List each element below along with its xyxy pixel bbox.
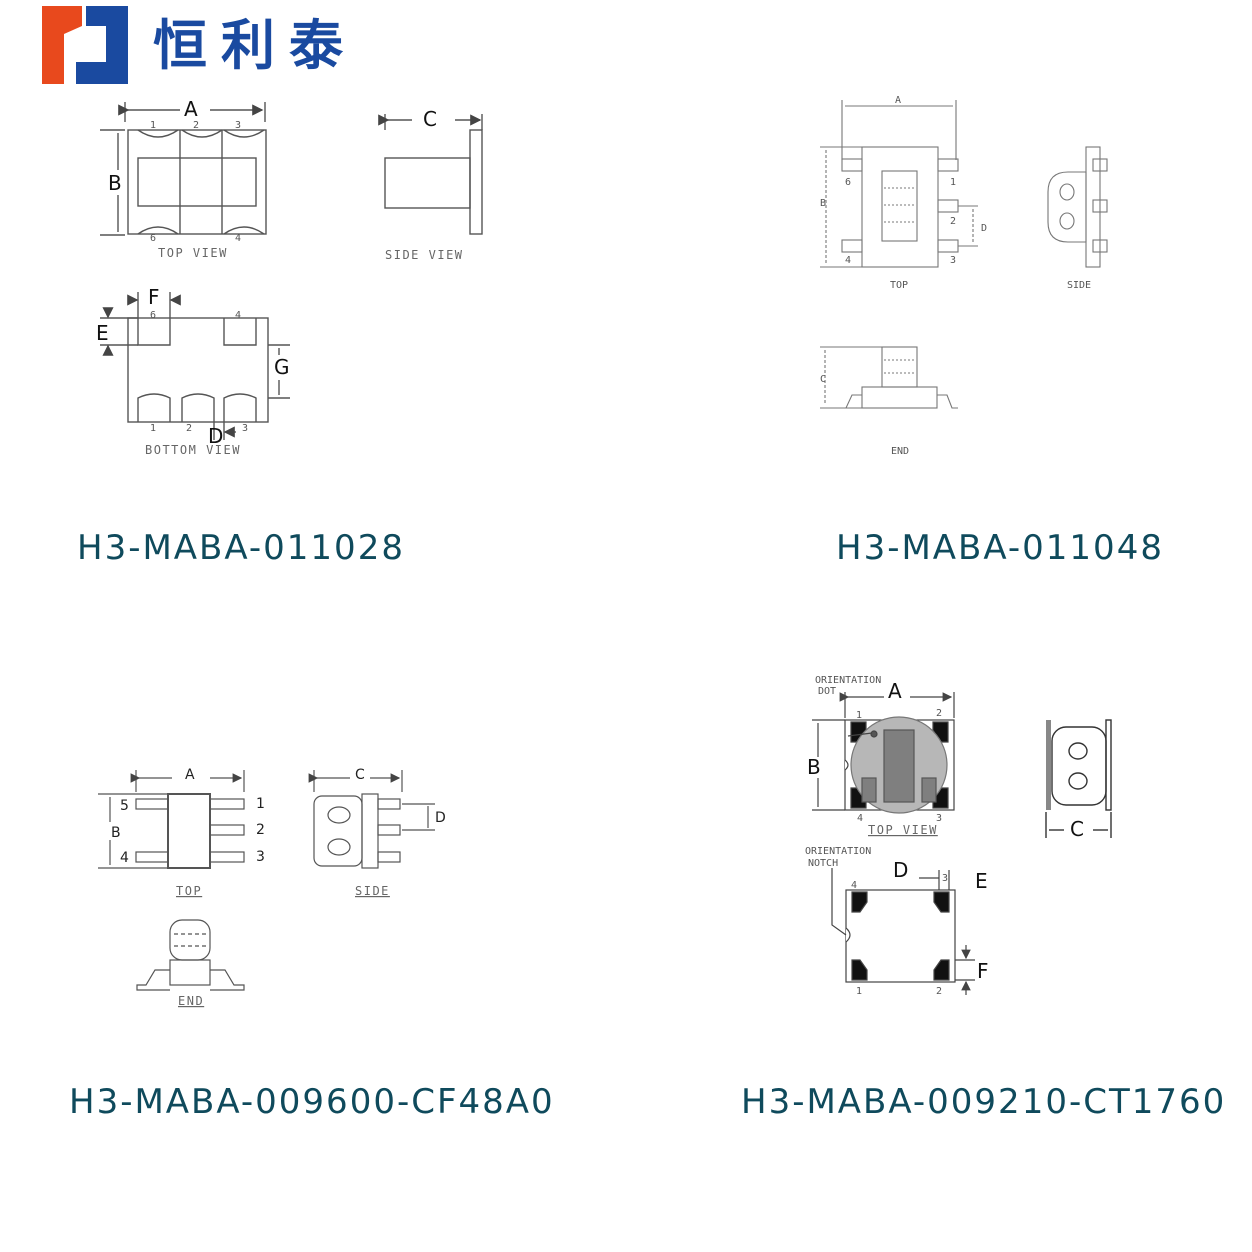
dim-c-011048: C [820,374,826,385]
end-view-009600 [136,919,245,991]
svg-text:2: 2 [186,423,192,434]
svg-text:2: 2 [256,822,265,838]
dim-b-009210: B [807,755,821,779]
dim-d-009600: D [435,810,446,826]
drawing-011048 [820,100,1108,409]
end-label-009600: END [178,994,204,1008]
side-view-011028 [378,114,483,235]
part-number-009210: H3-MABA-009210-CT1760 [741,1082,1227,1122]
dim-d-009210: D [893,858,908,882]
company-logo [42,6,132,86]
orientation-notch-label-2: NOTCH [808,858,838,869]
drawing-011028 [100,102,483,440]
side-label-009600: SIDE [355,884,390,898]
orientation-dot-label-2: DOT [818,686,836,697]
top-view-011028 [100,102,267,236]
part-number-009600: H3-MABA-009600-CF48A0 [69,1082,555,1122]
side-view-009600 [308,770,435,869]
svg-text:4: 4 [235,310,241,321]
dim-b-009600: B [111,825,121,841]
svg-text:1: 1 [150,423,156,434]
dim-a-009600: A [185,767,195,783]
svg-text:4: 4 [851,880,857,891]
bottom-view-009210 [831,868,975,995]
dim-e-011028: E [96,321,109,345]
labels-009600: A B C D 5 4 1 2 3 TOP SIDE END [111,767,446,1008]
dim-g-011028: G [274,355,290,379]
svg-text:5: 5 [120,798,129,814]
dim-a-011048: A [895,95,901,106]
dim-c-009600: C [355,767,365,783]
dim-a-009210: A [888,679,902,703]
svg-text:1: 1 [256,796,265,812]
svg-text:2: 2 [936,708,942,719]
dim-d-011048: D [981,223,987,234]
svg-text:1: 1 [856,710,862,721]
side-view-label-011028: SIDE VIEW [385,248,464,262]
svg-text:6: 6 [150,233,156,244]
labels-011028: A B C D E F G 1 2 3 6 4 6 4 1 2 3 TOP VI… [96,97,464,457]
part-number-011048: H3-MABA-011048 [836,528,1164,568]
svg-text:4: 4 [857,813,863,824]
drawing-009600 [98,770,435,991]
dim-e-009210: E [975,869,988,893]
drawing-009210 [812,692,1112,995]
dim-f-009210: F [977,959,989,983]
svg-text:3: 3 [950,255,956,266]
svg-text:1: 1 [950,177,956,188]
svg-text:6: 6 [845,177,851,188]
dim-a-011028: A [184,97,198,121]
top-view-009600 [98,770,245,869]
company-name: 恒利泰 [153,14,357,77]
labels-009210: ORIENTATION DOT A B C D E F 1 2 4 3 TOP … [805,675,1084,997]
svg-text:2: 2 [950,216,956,227]
top-view-label-011028: TOP VIEW [158,246,228,260]
top-view-011048 [820,100,978,268]
dim-c-009210: C [1070,817,1084,841]
top-view-label-009210: TOP VIEW [868,823,938,837]
top-label-011048: TOP [890,280,908,291]
dim-b-011028: B [108,171,122,195]
svg-text:4: 4 [120,850,129,866]
dim-f-011028: F [148,285,160,309]
svg-text:3: 3 [256,849,265,865]
side-view-011048 [1047,146,1108,268]
svg-text:3: 3 [242,423,248,434]
side-label-011048: SIDE [1067,280,1091,291]
svg-text:3: 3 [936,813,942,824]
part-number-011028: H3-MABA-011028 [77,528,405,568]
end-view-011048 [820,346,958,409]
dim-d-011028: D [208,424,223,448]
svg-text:3: 3 [235,120,241,131]
dim-b-011048: B [820,198,826,209]
bottom-view-label-011028: BOTTOM VIEW [145,443,241,457]
svg-text:4: 4 [235,233,241,244]
labels-011048: A B C D 6 4 1 2 3 TOP SIDE END [820,95,1091,457]
svg-text:2: 2 [936,986,942,997]
end-label-011048: END [891,446,909,457]
side-view-009210 [1045,719,1112,838]
svg-text:1: 1 [856,986,862,997]
svg-text:3: 3 [942,873,948,884]
orientation-notch-label-1: ORIENTATION [805,846,871,857]
svg-text:6: 6 [150,310,156,321]
orientation-dot-label-1: ORIENTATION [815,675,881,686]
svg-text:1: 1 [150,120,156,131]
top-view-009210 [812,692,955,814]
dim-c-011028: C [423,107,437,131]
logo-mark-icon [42,6,128,84]
top-label-009600: TOP [176,884,202,898]
svg-text:2: 2 [193,120,199,131]
svg-text:4: 4 [845,255,851,266]
bottom-view-011028 [100,292,290,440]
